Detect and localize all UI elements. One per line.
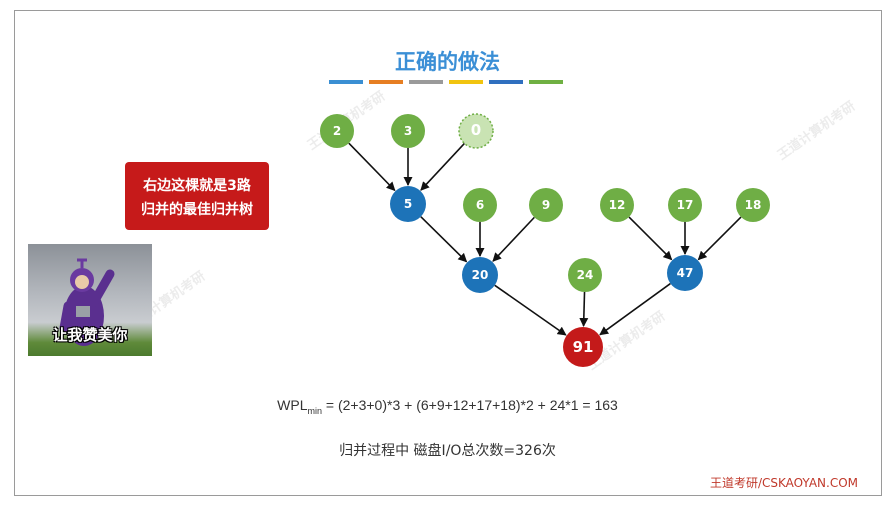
- node-circle: [563, 327, 603, 367]
- node-circle: [667, 255, 703, 291]
- tree-node-24: 24: [568, 258, 602, 292]
- title-bar: [369, 80, 403, 84]
- node-label: 17: [677, 198, 694, 212]
- node-circle: [458, 113, 494, 149]
- node-label: 47: [677, 266, 694, 280]
- node-label: 3: [404, 124, 412, 138]
- title-bar: [449, 80, 483, 84]
- title-bar: [329, 80, 363, 84]
- node-circle: [390, 186, 426, 222]
- node-label: 2: [333, 124, 341, 138]
- meme-image: 让我赞美你: [28, 244, 152, 356]
- formula-lhs: WPL: [277, 397, 308, 413]
- edge-n0-n5: [420, 142, 465, 191]
- node-label: 0: [471, 121, 481, 139]
- node-label: 9: [542, 198, 550, 212]
- edge-n20-n91: [494, 284, 567, 336]
- node-circle: [463, 188, 497, 222]
- tree-node-9: 9: [529, 188, 563, 222]
- node-label: 20: [472, 268, 489, 282]
- teletubby-figure: [59, 258, 115, 346]
- tree-node-17: 17: [668, 188, 702, 222]
- tree-node-47: 47: [667, 255, 703, 291]
- title-bar: [489, 80, 523, 84]
- node-circle: [391, 114, 425, 148]
- node-circle: [736, 188, 770, 222]
- page-title: 正确的做法: [395, 50, 500, 74]
- formula-rhs: = (2+3+0)*3 + (6+9+12+17+18)*2 + 24*1 = …: [322, 397, 618, 413]
- slide: [14, 10, 882, 496]
- edge-n2-n5: [348, 142, 396, 192]
- edge-n18-n47: [697, 216, 742, 261]
- tree-node-0: 0: [458, 113, 494, 149]
- wpl-formula: WPLmin = (2+3+0)*3 + (6+9+12+17+18)*2 + …: [0, 397, 895, 416]
- meme-caption: 让我赞美你: [52, 326, 128, 344]
- node-circle: [600, 188, 634, 222]
- node-label: 91: [573, 338, 594, 356]
- tree-node-6: 6: [463, 188, 497, 222]
- edge-n24-n91: [579, 291, 589, 328]
- edge-n12-n47: [628, 216, 673, 261]
- tree-node-3: 3: [391, 114, 425, 148]
- title-bar: [529, 80, 563, 84]
- callout-line-2: 归并的最佳归并树: [141, 202, 253, 218]
- edge-n5-n20: [420, 216, 468, 263]
- callout-line-1: 右边这棵就是3路: [143, 178, 251, 194]
- node-circle: [568, 258, 602, 292]
- tree-node-20: 20: [462, 257, 498, 293]
- tree-node-2: 2: [320, 114, 354, 148]
- node-label: 24: [577, 268, 594, 282]
- formula-subscript: min: [307, 405, 323, 416]
- brand-footer: 王道考研/CSKAOYAN.COM: [709, 476, 858, 490]
- tree-node-5: 5: [390, 186, 426, 222]
- node-circle: [462, 257, 498, 293]
- speech-callout: 右边这棵就是3路 归并的最佳归并树: [125, 162, 269, 230]
- node-label: 5: [404, 197, 412, 211]
- node-label: 12: [609, 198, 626, 212]
- edge-n47-n91: [599, 282, 671, 336]
- tree-node-18: 18: [736, 188, 770, 222]
- node-label: 6: [476, 198, 484, 212]
- edge-n9-n20: [492, 216, 535, 262]
- node-label: 18: [745, 198, 762, 212]
- io-count-note: 归并过程中 磁盘I/O总次数=326次: [339, 443, 556, 459]
- node-circle: [320, 114, 354, 148]
- tree-node-12: 12: [600, 188, 634, 222]
- tree-node-91: 91: [563, 327, 603, 367]
- node-circle: [668, 188, 702, 222]
- title-bar: [409, 80, 443, 84]
- node-circle: [529, 188, 563, 222]
